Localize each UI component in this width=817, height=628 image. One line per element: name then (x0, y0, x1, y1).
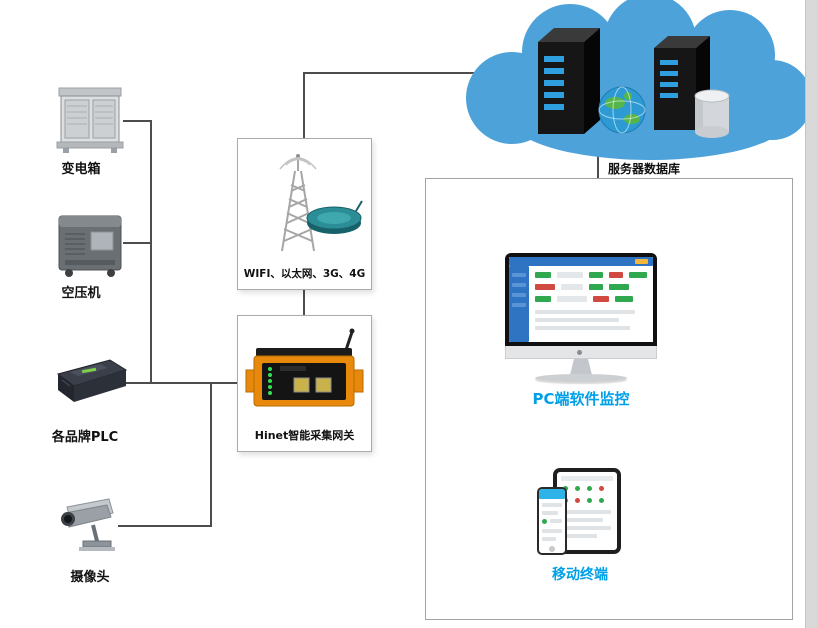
page-edge (805, 0, 817, 628)
cloud-label: 服务器数据库 (608, 162, 681, 176)
air-compressor-icon (58, 215, 122, 277)
connector-camera-vertical (210, 384, 212, 527)
imac-stand-base (535, 374, 627, 382)
cctv-camera-icon (61, 498, 115, 551)
connector-compressor-bus (123, 242, 152, 244)
connector-network-cloud (303, 72, 500, 74)
transformer-cabinet-icon (56, 87, 124, 153)
transformer-label: 变电箱 (61, 162, 101, 177)
antenna-tower-icon (279, 154, 363, 252)
gateway-label: Hinet智能采集网关 (254, 429, 355, 442)
network-label: WIFI、以太网、3G、4G (243, 268, 366, 280)
imac-stand-neck (570, 359, 592, 375)
connector-left-bus (150, 120, 152, 384)
camera-label: 摄像头 (70, 570, 110, 585)
globe-icon (598, 86, 646, 134)
pc-software-screen (509, 257, 653, 342)
compressor-label: 空压机 (61, 286, 101, 301)
mobile-terminal-label: 移动终端 (552, 567, 608, 583)
apple-logo-icon (577, 350, 582, 355)
connector-gateway-network (303, 288, 305, 315)
imac-chin (505, 346, 657, 359)
connector-camera-horizontal (118, 525, 210, 527)
plc-label: 各品牌PLC (51, 430, 119, 445)
connector-plc-bus (125, 382, 152, 384)
router-icon (306, 200, 363, 234)
server-tower-icon (538, 28, 600, 134)
gateway-box: Hinet智能采集网关 (237, 315, 372, 452)
connector-bus-gateway (150, 382, 237, 384)
network-box: WIFI、以太网、3G、4G (237, 138, 372, 290)
plc-device-icon (56, 359, 128, 402)
database-cylinder-icon (694, 89, 730, 138)
gateway-device-icon (245, 328, 364, 407)
imac-monitor-icon (505, 253, 657, 346)
cloud-icon (466, 0, 812, 160)
connector-transformer-bus (123, 120, 152, 122)
pc-monitor-label: PC端软件监控 (532, 390, 630, 408)
connector-cloud-panel (597, 150, 599, 179)
smartphone-icon (537, 487, 567, 555)
connector-network-up (303, 72, 305, 138)
